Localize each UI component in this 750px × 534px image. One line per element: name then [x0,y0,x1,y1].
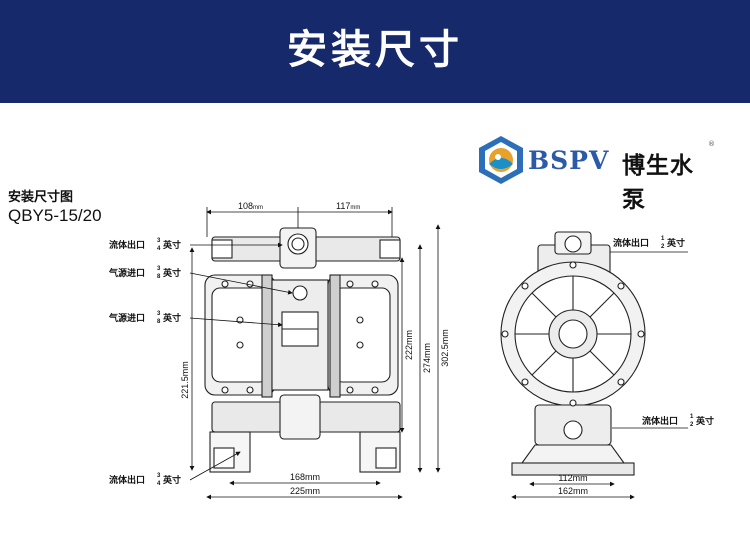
front-view-callout-leaders [189,242,293,481]
svg-text:流体出口: 流体出口 [642,415,678,427]
dim-top-right: 117mm [336,201,360,211]
brand-logo: BSPV 博生水泵 ® [476,134,716,213]
callout-side-fluid-outlet-top: 流体出口 1 2 英寸 [613,236,685,250]
dim-side-width-162: 162mm [558,486,588,496]
model-number: QBY5-15/20 [8,206,102,225]
svg-text:3: 3 [157,473,161,479]
svg-text:流体出口: 流体出口 [109,239,145,251]
svg-text:4: 4 [157,246,161,252]
svg-text:1: 1 [661,236,665,242]
svg-text:8: 8 [157,319,161,325]
dim-width-168: 168mm [290,472,320,482]
front-view-dimensions [189,207,441,500]
callout-side-fluid-outlet-bottom: 流体出口 1 2 英寸 [642,414,714,428]
svg-text:3: 3 [157,238,161,244]
title-banner: 安装尺寸 [0,0,750,103]
dim-height-274: 274mm [422,343,432,373]
dim-top-left: 108mm [238,201,263,211]
dim-height-302: 302.5mm [440,329,450,367]
svg-text:3: 3 [157,311,161,317]
callout-fluid-outlet-top: 流体出口 3 4 英寸 [109,238,181,252]
svg-text:英寸: 英寸 [162,312,181,324]
brand-name: BSPV [528,146,610,175]
svg-text:2: 2 [690,422,694,428]
svg-text:3: 3 [157,266,161,272]
side-view-pump [500,231,646,476]
brand-emblem-icon [479,136,523,184]
drawing-heading: 安装尺寸图 [8,190,74,205]
callout-fluid-outlet-bottom: 流体出口 3 4 英寸 [109,473,181,487]
dim-height-221: 221.5mm [180,361,190,399]
svg-text:4: 4 [157,481,161,487]
svg-text:气源进口: 气源进口 [108,267,145,279]
svg-text:2: 2 [661,244,665,250]
svg-text:流体出口: 流体出口 [613,237,649,249]
page-title: 安装尺寸 [287,27,463,73]
dim-side-width-112: 112mm [558,473,587,483]
registered-mark: ® [708,140,715,148]
side-view-dimensions [511,251,688,500]
dim-height-222: 222mm [404,330,414,360]
svg-text:气源进口: 气源进口 [108,312,145,324]
svg-text:1: 1 [690,414,694,420]
svg-text:英寸: 英寸 [666,237,685,249]
brand-name-cn: 博生水泵 [622,153,694,213]
svg-text:流体出口: 流体出口 [109,474,145,486]
callout-air-inlet-2: 气源进口 3 8 英寸 [108,311,181,325]
svg-text:8: 8 [157,274,161,280]
callout-air-inlet-1: 气源进口 3 8 英寸 [108,266,181,280]
front-view-pump [204,227,401,473]
svg-text:英寸: 英寸 [695,415,714,427]
dim-width-225: 225mm [290,486,320,496]
svg-text:英寸: 英寸 [162,239,181,251]
svg-text:英寸: 英寸 [162,474,181,486]
svg-text:英寸: 英寸 [162,267,181,279]
